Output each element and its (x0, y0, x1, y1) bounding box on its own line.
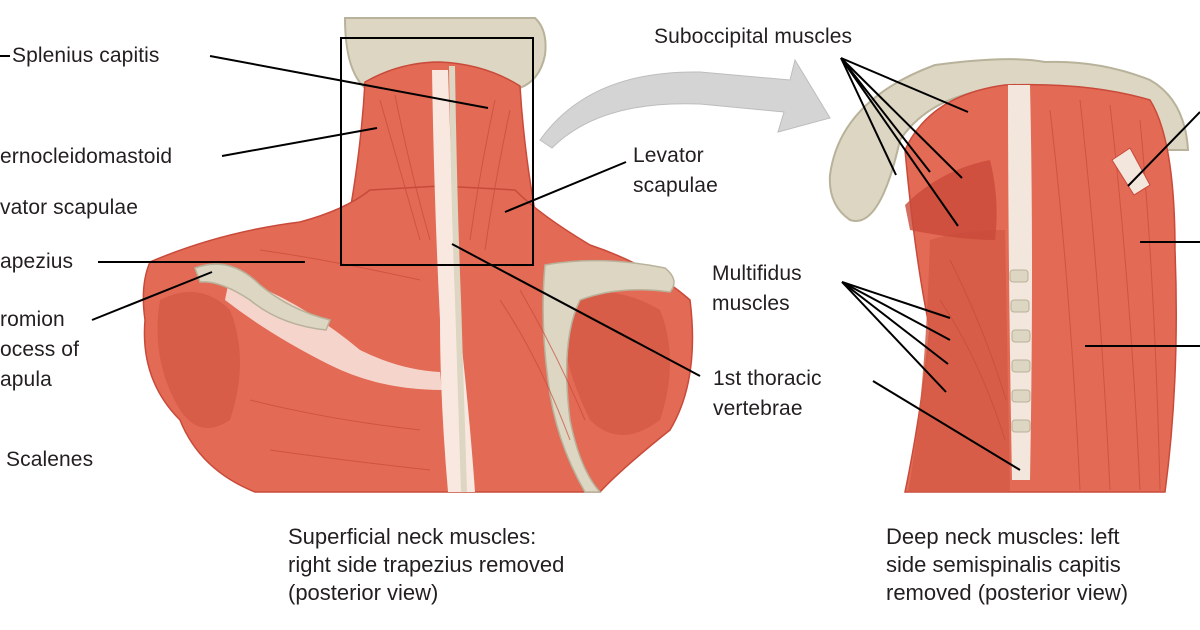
label-multifidus-muscles: Multifidus muscles (712, 259, 802, 319)
label-acromion-line3: apula (0, 368, 52, 391)
inset-box (340, 37, 534, 266)
caption-superficial-line3: (posterior view) (288, 580, 439, 605)
label-first-thoracic-vertebrae: 1st thoracic vertebrae (713, 364, 822, 424)
label-acromion-line1: romion (0, 308, 65, 331)
deep-neck-figure (828, 58, 1190, 493)
label-multifidus-line2: muscles (712, 292, 790, 315)
label-suboccipital-muscles: Suboccipital muscles (654, 25, 853, 48)
tendon-right (1111, 147, 1151, 196)
label-thoracic-line2: vertebrae (713, 397, 803, 420)
acromion-left (194, 263, 332, 331)
label-multifidus-line1: Multifidus (712, 262, 802, 285)
label-levator-scapulae-right: Levator scapulae (633, 141, 718, 201)
muscle-fibres-left (249, 94, 586, 471)
label-sternocleidomastoid: ernocleidomastoid (0, 145, 173, 168)
label-levator-scapulae-left: vator scapulae (0, 196, 138, 219)
label-scalenes: Scalenes (6, 448, 94, 471)
multifidus-layer (908, 230, 1010, 492)
leader-lines (0, 55, 1200, 471)
scapula-right (542, 259, 675, 493)
label-thoracic-line1: 1st thoracic (713, 367, 822, 390)
caption-deep-line1: Deep neck muscles: left (886, 524, 1120, 549)
caption-superficial-line1: Superficial neck muscles: (288, 524, 537, 549)
label-trapezius: apezius (0, 250, 74, 273)
zoom-arrow (539, 58, 831, 149)
arrow-body (539, 58, 831, 149)
deltoid-shading-right (560, 292, 670, 435)
caption-deep: Deep neck muscles: left side semispinali… (886, 523, 1128, 607)
suboccipital-area (905, 160, 997, 240)
vertebral-column-left (449, 65, 467, 493)
label-acromion-line2: ocess of (0, 338, 80, 361)
spine-tendon-left (432, 70, 475, 492)
caption-superficial: Superficial neck muscles: right side tra… (288, 523, 564, 607)
deltoid-shading-left (157, 292, 240, 428)
label-levator-line2: scapulae (633, 174, 718, 197)
label-splenius-capitis: Splenius capitis (12, 44, 160, 67)
label-acromion-process: romion ocess of apula (0, 305, 79, 395)
muscle-fibres-right (939, 99, 1161, 491)
caption-superficial-line2: right side trapezius removed (288, 552, 565, 577)
vertebrae-right (1009, 269, 1031, 433)
caption-deep-line2: side semispinalis capitis (886, 552, 1121, 577)
caption-deep-line3: removed (posterior view) (886, 580, 1129, 605)
label-levator-line1: Levator (633, 144, 704, 167)
